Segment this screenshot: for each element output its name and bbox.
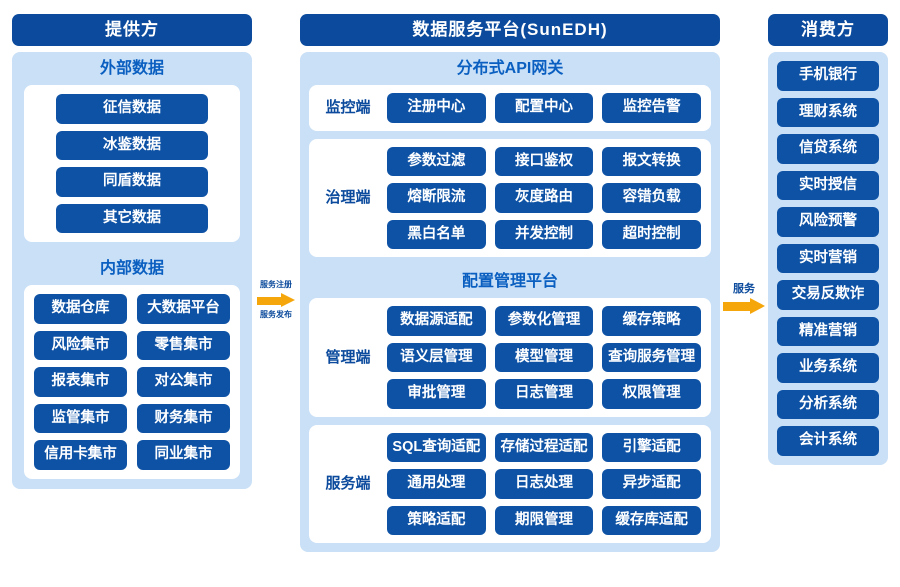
list-item[interactable]: 灰度路由 [494, 183, 594, 213]
list-item[interactable]: 语义层管理 [387, 342, 486, 372]
list-item[interactable]: 其它数据 [56, 203, 208, 233]
list-item[interactable]: 对公集市 [137, 367, 230, 397]
list-item[interactable]: 注册中心 [387, 93, 486, 123]
provider-column: 提供方 外部数据 征信数据 冰鉴数据 同盾数据 其它数据 内部数据 数据 [12, 14, 252, 489]
list-item[interactable]: 期限管理 [494, 505, 594, 535]
list-item[interactable]: 策略适配 [387, 505, 486, 535]
row-management: 管理端 数据源适配 参数化管理 缓存策略 语义层管理 模型管理 查询服务管理 审… [309, 298, 711, 417]
row-label-governance: 治理端 [325, 189, 371, 207]
platform-header: 数据服务平台(SunEDH) [300, 14, 720, 46]
consumer-body: 手机银行 理财系统 信贷系统 实时授信 风险预警 实时营销 交易反欺诈 精准营销… [768, 52, 888, 465]
list-item[interactable]: 异步适配 [602, 469, 701, 499]
arrow-right-icon [257, 293, 295, 308]
list-item[interactable]: 监管集市 [34, 403, 127, 433]
list-item[interactable]: 信用卡集市 [34, 440, 127, 470]
row-monitoring: 监控端 注册中心 配置中心 监控告警 [309, 85, 711, 131]
list-item[interactable]: 同业集市 [137, 440, 230, 470]
list-item[interactable]: 精准营销 [777, 316, 879, 346]
provider-header: 提供方 [12, 14, 252, 46]
list-item[interactable]: 实时授信 [777, 170, 879, 200]
list-item[interactable]: 分析系统 [777, 389, 879, 419]
arrow-label-top: 服务 [733, 282, 755, 295]
list-item[interactable]: 数据源适配 [387, 306, 486, 336]
list-item[interactable]: 接口鉴权 [494, 146, 594, 176]
list-item[interactable]: 权限管理 [602, 379, 701, 409]
list-item[interactable]: 模型管理 [494, 342, 594, 372]
section-internal-data: 内部数据 数据仓库 大数据平台 风险集市 零售集市 报表集市 对公集市 监管集市… [12, 252, 252, 489]
internal-data-card: 数据仓库 大数据平台 风险集市 零售集市 报表集市 对公集市 监管集市 财务集市… [24, 285, 240, 479]
provider-body: 外部数据 征信数据 冰鉴数据 同盾数据 其它数据 内部数据 数据仓库 大数据平台 [12, 52, 252, 489]
row-label-monitoring: 监控端 [325, 99, 371, 117]
external-data-card: 征信数据 冰鉴数据 同盾数据 其它数据 [24, 85, 240, 242]
arrow-right-icon [723, 298, 765, 315]
list-item[interactable]: 风险集市 [34, 330, 127, 360]
list-item[interactable]: 审批管理 [387, 379, 486, 409]
section-api-gateway: 分布式API网关 监控端 注册中心 配置中心 监控告警 治理端 参数过滤 接口鉴… [300, 52, 720, 265]
list-item[interactable]: 风险预警 [777, 207, 879, 237]
list-item[interactable]: 参数过滤 [387, 146, 486, 176]
row-items-management: 数据源适配 参数化管理 缓存策略 语义层管理 模型管理 查询服务管理 审批管理 … [387, 306, 701, 409]
flow-arrow-register: 服务注册 服务发布 [252, 280, 300, 320]
list-item[interactable]: 数据仓库 [34, 294, 127, 324]
list-item[interactable]: 引擎适配 [602, 432, 701, 462]
list-item[interactable]: 配置中心 [494, 93, 594, 123]
platform-body: 分布式API网关 监控端 注册中心 配置中心 监控告警 治理端 参数过滤 接口鉴… [300, 52, 720, 552]
list-item[interactable]: 参数化管理 [494, 306, 594, 336]
list-item[interactable]: 查询服务管理 [602, 342, 701, 372]
list-item[interactable]: 日志管理 [494, 379, 594, 409]
section-title-config-platform: 配置管理平台 [461, 273, 558, 290]
list-item[interactable]: 超时控制 [602, 219, 701, 249]
list-item[interactable]: 缓存策略 [602, 306, 701, 336]
list-item[interactable]: 实时营销 [777, 243, 879, 273]
list-item[interactable]: 财务集市 [137, 403, 230, 433]
section-external-data: 外部数据 征信数据 冰鉴数据 同盾数据 其它数据 [12, 52, 252, 252]
list-item[interactable]: 业务系统 [777, 353, 879, 383]
row-label-management: 管理端 [325, 348, 371, 366]
list-item[interactable]: 理财系统 [777, 97, 879, 127]
list-item[interactable]: 信贷系统 [777, 134, 879, 164]
section-title-api-gateway: 分布式API网关 [456, 60, 564, 77]
section-title-external-data: 外部数据 [99, 60, 164, 77]
section-title-internal-data: 内部数据 [99, 260, 164, 277]
row-service: 服务端 SQL查询适配 存储过程适配 引擎适配 通用处理 日志处理 异步适配 策… [309, 424, 711, 543]
row-items-monitoring: 注册中心 配置中心 监控告警 [387, 93, 701, 123]
platform-column: 数据服务平台(SunEDH) 分布式API网关 监控端 注册中心 配置中心 监控… [300, 14, 720, 552]
list-item[interactable]: 熔断限流 [387, 183, 486, 213]
list-item[interactable]: 通用处理 [387, 469, 486, 499]
arrow-label-top: 服务注册 [260, 280, 292, 290]
list-item[interactable]: 缓存库适配 [602, 505, 701, 535]
internal-data-grid: 数据仓库 大数据平台 风险集市 零售集市 报表集市 对公集市 监管集市 财务集市… [34, 294, 230, 470]
consumer-column: 消费方 手机银行 理财系统 信贷系统 实时授信 风险预警 实时营销 交易反欺诈 … [768, 14, 888, 465]
external-data-list: 征信数据 冰鉴数据 同盾数据 其它数据 [34, 94, 230, 233]
arrow-label-bottom: 服务发布 [260, 310, 292, 319]
list-item[interactable]: 同盾数据 [56, 167, 208, 197]
consumer-list: 手机银行 理财系统 信贷系统 实时授信 风险预警 实时营销 交易反欺诈 精准营销… [768, 52, 888, 465]
list-item[interactable]: 并发控制 [494, 219, 594, 249]
row-items-service: SQL查询适配 存储过程适配 引擎适配 通用处理 日志处理 异步适配 策略适配 … [387, 432, 701, 535]
list-item[interactable]: 零售集市 [137, 330, 230, 360]
list-item[interactable]: 黑白名单 [387, 219, 486, 249]
list-item[interactable]: 容错负载 [602, 183, 701, 213]
list-item[interactable]: 交易反欺诈 [777, 280, 879, 310]
list-item[interactable]: 会计系统 [777, 426, 879, 456]
list-item[interactable]: 监控告警 [602, 93, 701, 123]
row-items-governance: 参数过滤 接口鉴权 报文转换 熔断限流 灰度路由 容错负载 黑白名单 并发控制 … [387, 146, 701, 249]
consumer-header: 消费方 [768, 14, 888, 46]
list-item[interactable]: 冰鉴数据 [56, 130, 208, 160]
list-item[interactable]: 日志处理 [494, 469, 594, 499]
list-item[interactable]: 存储过程适配 [494, 432, 594, 462]
flow-arrow-service: 服务 [720, 283, 768, 318]
list-item[interactable]: SQL查询适配 [387, 432, 486, 462]
list-item[interactable]: 报文转换 [602, 146, 701, 176]
list-item[interactable]: 征信数据 [56, 94, 208, 124]
row-governance: 治理端 参数过滤 接口鉴权 报文转换 熔断限流 灰度路由 容错负载 黑白名单 并… [309, 138, 711, 257]
list-item[interactable]: 手机银行 [777, 61, 879, 91]
row-label-service: 服务端 [325, 475, 371, 493]
list-item[interactable]: 报表集市 [34, 367, 127, 397]
list-item[interactable]: 大数据平台 [137, 294, 230, 324]
section-config-platform: 配置管理平台 管理端 数据源适配 参数化管理 缓存策略 语义层管理 模型管理 查… [300, 265, 720, 552]
